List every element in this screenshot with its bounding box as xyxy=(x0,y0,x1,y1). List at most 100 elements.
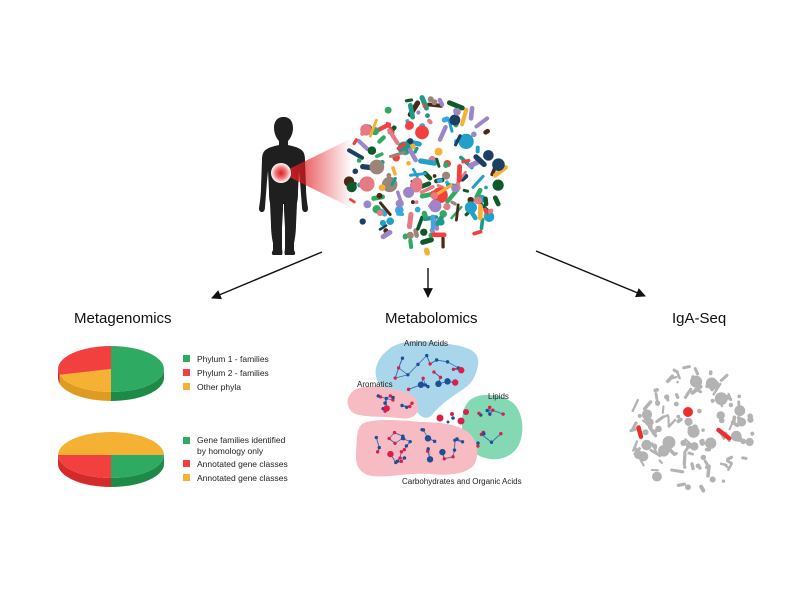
network-node xyxy=(383,405,390,412)
microbe-coccus xyxy=(369,159,385,175)
microbe-bacillus xyxy=(486,208,494,214)
microbe-coccus xyxy=(442,171,451,180)
microbe-bacillus xyxy=(441,236,445,249)
iga-microbe-coccus xyxy=(704,437,717,449)
iga-coated-coccus xyxy=(683,407,693,417)
iga-microbe-bacillus xyxy=(650,468,659,472)
network-node xyxy=(424,435,432,442)
microbe-bacillus xyxy=(427,102,444,108)
network-node xyxy=(387,450,394,458)
microbe-coccus xyxy=(376,209,384,217)
network-node xyxy=(476,444,480,448)
network-node xyxy=(451,455,455,459)
iga-microbe-coccus xyxy=(700,454,707,461)
microbe-coccus xyxy=(376,192,383,199)
microbe-coccus xyxy=(434,147,443,156)
iga-microbe-coccus xyxy=(747,413,753,419)
network-edge xyxy=(407,364,419,376)
microbe-coccus xyxy=(359,218,366,225)
network-edge xyxy=(398,367,409,376)
microbe-bacillus xyxy=(380,229,393,240)
legend-label-phylum1: Phylum 1 - families xyxy=(197,354,269,364)
microbe-bacillus xyxy=(419,185,435,195)
pie-slice-green xyxy=(111,346,164,392)
microbe-bacillus xyxy=(377,135,386,144)
network-node xyxy=(416,362,420,367)
network-node xyxy=(426,447,430,451)
microbe-bacillus xyxy=(431,232,447,238)
pie-slice-yellow xyxy=(58,432,164,455)
iga-microbe-coccus xyxy=(740,438,747,445)
microbe-coccus xyxy=(470,131,477,138)
microbe-coccus xyxy=(492,158,505,171)
microbe-bacillus xyxy=(460,173,469,182)
microbe-bacillus xyxy=(471,174,485,189)
legend-label-homology-line2: by homology only xyxy=(197,446,264,456)
iga-microbe-bacillus xyxy=(638,457,645,467)
network-edge xyxy=(395,374,408,379)
microbe-bacillus xyxy=(406,211,414,230)
arrow-to-igaseq xyxy=(535,250,646,298)
microbe-coccus xyxy=(467,196,474,203)
microbe-bacillus xyxy=(356,138,370,152)
network-node xyxy=(460,440,465,444)
network-node xyxy=(436,414,444,422)
network-node xyxy=(442,457,447,461)
network-node xyxy=(450,412,454,416)
microbe-coccus xyxy=(405,121,414,130)
iga-microbe-coccus xyxy=(683,465,687,469)
microbe-bacillus xyxy=(387,128,400,146)
pie-slice-red xyxy=(58,455,111,478)
network-node xyxy=(402,447,407,452)
iga-microbe-bacillus xyxy=(705,380,711,389)
microbe-bacillus xyxy=(396,212,405,217)
network-node xyxy=(477,411,481,416)
pie-side-yellow xyxy=(59,374,111,401)
network-node xyxy=(400,436,405,441)
iga-microbe-bacillus xyxy=(672,452,678,457)
legend-label-annotated-red: Annotated gene classes xyxy=(197,459,288,469)
microbe-coccus xyxy=(379,219,386,227)
network-node xyxy=(434,358,439,362)
microbe-bacillus xyxy=(436,183,445,189)
microbe-coccus xyxy=(406,231,414,240)
network-node xyxy=(426,384,430,389)
iga-microbe-coccus xyxy=(695,463,701,469)
microbe-bacillus xyxy=(347,148,365,160)
legend-swatch-phylum2 xyxy=(183,369,190,376)
microbe-bacillus xyxy=(422,171,433,181)
iga-microbe-bacillus xyxy=(682,452,687,466)
microbe-coccus xyxy=(367,146,377,155)
iga-microbe-bacillus xyxy=(674,393,680,400)
legend-swatch-homology xyxy=(183,437,190,444)
iga-microbe-bacillus xyxy=(694,387,703,394)
network-node xyxy=(396,366,401,370)
microbe-bacillus xyxy=(430,214,435,230)
iga-microbe-bacillus xyxy=(693,367,700,376)
label-amino-acids: Amino Acids xyxy=(404,339,448,348)
microbe-bacillus xyxy=(420,237,434,245)
microbe-coccus xyxy=(416,110,421,115)
iga-microbe-bacillus xyxy=(690,462,695,471)
human-silhouette-icon xyxy=(259,117,308,255)
network-node xyxy=(421,376,425,380)
iga-microbe-coccus xyxy=(686,423,690,426)
network-node xyxy=(428,362,432,366)
network-node xyxy=(491,408,495,412)
iga-microbe-bacillus xyxy=(666,445,676,456)
microbe-coccus xyxy=(430,192,439,200)
microbe-bacillus xyxy=(390,176,397,187)
focus-beam xyxy=(281,138,352,208)
microbe-bacillus xyxy=(352,138,358,146)
network-node xyxy=(501,412,505,416)
legend-label-annotated-yellow: Annotated gene classes xyxy=(197,473,288,483)
network-node xyxy=(406,373,410,377)
microbe-bacillus xyxy=(413,146,419,154)
network-node xyxy=(377,445,381,450)
microbe-coccus xyxy=(407,138,414,145)
iga-microbe-bacillus xyxy=(687,451,694,456)
microbe-bacillus xyxy=(396,142,407,151)
network-node xyxy=(488,405,492,410)
pie-slice-yellow xyxy=(59,369,111,392)
